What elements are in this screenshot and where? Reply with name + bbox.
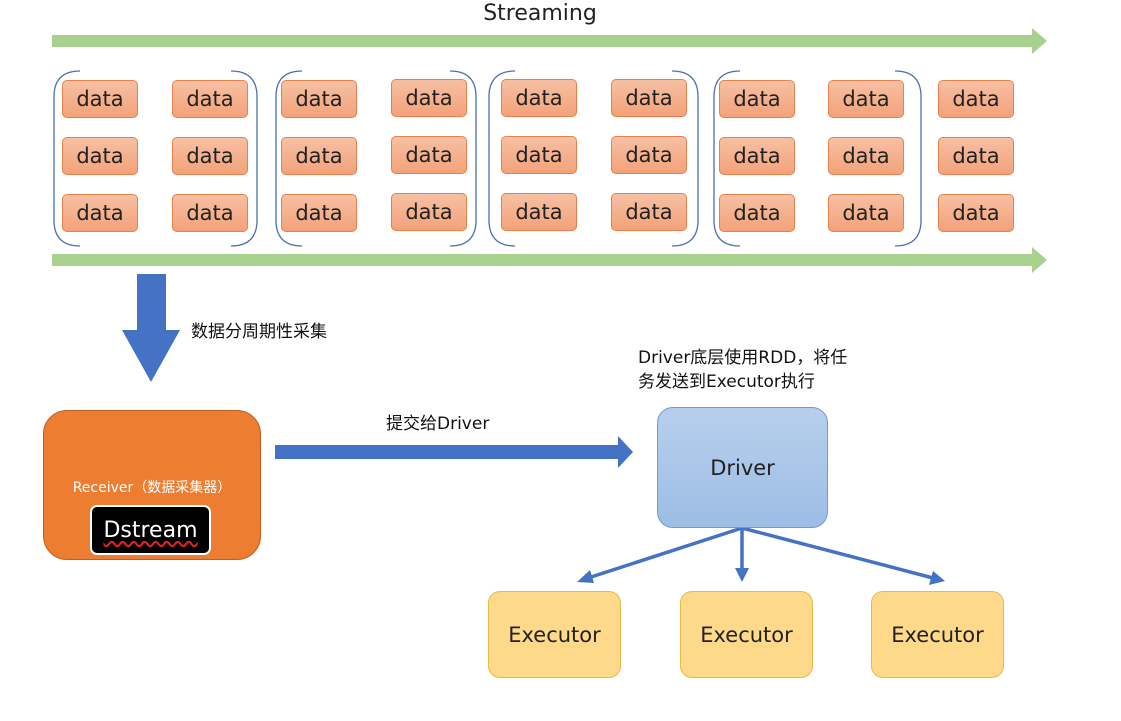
submit-label: 提交给Driver	[386, 414, 490, 434]
executor-label: Executor	[891, 622, 984, 647]
data-block: data	[611, 136, 687, 174]
receiver-node: Receiver（数据采集器） Dstream	[43, 410, 261, 560]
submit-arrow	[275, 436, 633, 468]
data-block: data	[938, 194, 1014, 232]
data-block: data	[719, 194, 795, 232]
data-block: data	[719, 80, 795, 118]
streaming-title: Streaming	[483, 1, 597, 26]
data-block: data	[828, 80, 904, 118]
receiver-label: Receiver（数据采集器）	[72, 480, 232, 496]
stream-arrow-bottom	[52, 247, 1047, 273]
dispatch-arrows	[577, 526, 945, 585]
data-block: data	[172, 80, 248, 118]
data-block: data	[611, 79, 687, 117]
data-block: data	[62, 80, 138, 118]
data-block: data	[391, 136, 467, 174]
data-block: data	[719, 137, 795, 175]
data-block: data	[501, 79, 577, 117]
stream-arrow-top	[52, 28, 1047, 54]
dstream-label: Dstream	[103, 517, 198, 543]
executor-node-1: Executor	[488, 591, 621, 678]
collect-label: 数据分周期性采集	[191, 322, 327, 342]
dstream-node: Dstream	[90, 505, 211, 555]
data-block: data	[938, 137, 1014, 175]
executor-node-3: Executor	[871, 591, 1004, 678]
data-block: data	[938, 80, 1014, 118]
data-block: data	[828, 194, 904, 232]
batch-group-4	[713, 70, 922, 247]
data-block: data	[62, 137, 138, 175]
data-block: data	[172, 137, 248, 175]
batch-group-3	[488, 70, 699, 247]
data-block: data	[391, 79, 467, 117]
data-block: data	[611, 193, 687, 231]
collect-arrow	[122, 274, 180, 382]
executor-label: Executor	[700, 622, 793, 647]
data-block: data	[62, 194, 138, 232]
executor-node-2: Executor	[680, 591, 813, 678]
driver-note-line-1: Driver底层使用RDD，将任	[638, 348, 848, 368]
data-block: data	[391, 193, 467, 231]
data-block: data	[281, 80, 357, 118]
data-block: data	[501, 193, 577, 231]
data-block: data	[281, 194, 357, 232]
executor-label: Executor	[508, 622, 601, 647]
batch-group-2	[275, 70, 477, 247]
data-block: data	[172, 194, 248, 232]
data-block: data	[281, 137, 357, 175]
driver-note-line-2: 务发送到Executor执行	[638, 372, 815, 392]
data-block: data	[828, 137, 904, 175]
batch-group-1	[53, 70, 258, 247]
driver-label: Driver	[710, 455, 775, 480]
data-block: data	[501, 136, 577, 174]
driver-node: Driver	[657, 407, 828, 528]
